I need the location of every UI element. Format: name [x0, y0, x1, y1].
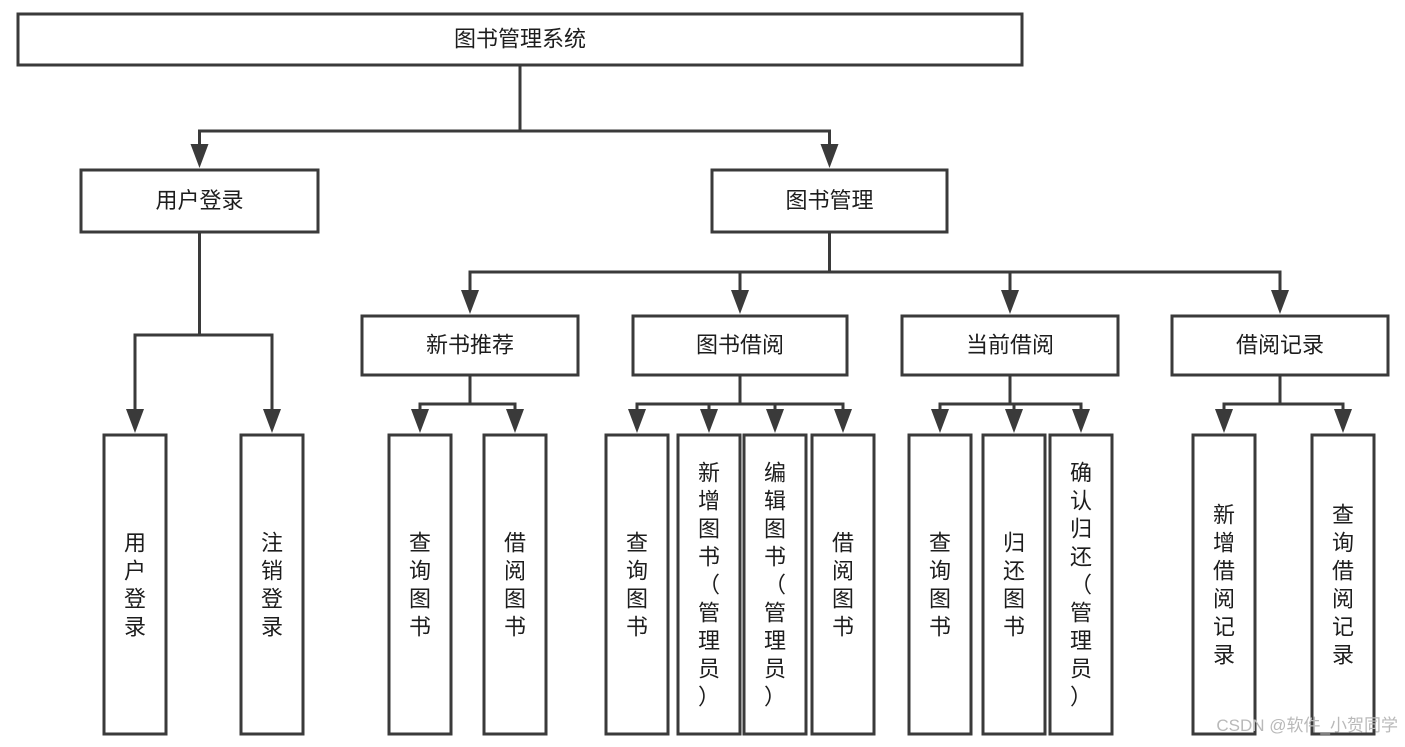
node-borrow-record-label: 借阅记录 — [1236, 332, 1324, 357]
node-leaf-edit-book-rect[interactable] — [742, 433, 808, 736]
node-new-book-recommend-label: 新书推荐 — [426, 332, 514, 357]
bookmanage-to-level3-arrow-3 — [1271, 290, 1289, 314]
node-book-borrow-rect[interactable] — [631, 314, 849, 377]
node-leaf-user-login[interactable]: 用户登录 — [102, 433, 168, 736]
node-leaf-query-book-1-rect[interactable] — [387, 433, 453, 736]
node-leaf-query-borrow-record-rect[interactable] — [1310, 433, 1376, 736]
l3-0-to-leaves-arrow-0 — [411, 409, 429, 433]
node-leaf-borrow-book-1-label: 借阅图书 — [504, 530, 526, 639]
bookmanage-to-level3-arrow-1 — [731, 290, 749, 314]
node-leaf-user-login-label: 用户登录 — [124, 530, 146, 639]
bookmanage-to-level3-arrow-2 — [1001, 290, 1019, 314]
l3-1-to-leaves-arrow-3 — [834, 409, 852, 433]
node-current-borrow-label: 当前借阅 — [966, 332, 1054, 357]
bookmanage-to-level3-arrow-0 — [461, 290, 479, 314]
node-leaf-query-book-1-label: 查询图书 — [409, 530, 431, 639]
node-leaf-query-book-2-label: 查询图书 — [626, 530, 648, 639]
node-borrow-record[interactable]: 借阅记录 — [1170, 314, 1390, 377]
node-leaf-add-book-rect[interactable] — [676, 433, 742, 736]
node-leaf-query-book-2[interactable]: 查询图书 — [604, 433, 670, 736]
node-root-root-rect[interactable] — [16, 12, 1024, 67]
root-to-level2-arrow-0 — [190, 144, 209, 168]
l3-2-to-leaves-arrow-2 — [1072, 409, 1090, 433]
node-leaf-edit-book-label: 编辑图书（管理员） — [764, 460, 786, 709]
node-user-login[interactable]: 用户登录 — [79, 168, 320, 234]
node-leaf-return-book-label: 归还图书 — [1003, 530, 1025, 639]
node-new-book-recommend-rect[interactable] — [360, 314, 580, 377]
userlogin-to-leaves-arrow-1 — [263, 409, 281, 433]
l3-1-to-leaves-arrow-2 — [766, 409, 784, 433]
node-leaf-add-book-label: 新增图书（管理员） — [698, 460, 720, 709]
connector-lines-layer — [126, 63, 1352, 433]
node-leaf-query-book-3[interactable]: 查询图书 — [907, 433, 973, 736]
node-leaf-query-book-2-rect[interactable] — [604, 433, 670, 736]
node-leaf-logout-login-rect[interactable] — [239, 433, 305, 736]
node-leaf-user-login-rect[interactable] — [102, 433, 168, 736]
node-leaf-logout-login[interactable]: 注销登录 — [239, 433, 305, 736]
node-user-login-label: 用户登录 — [155, 188, 243, 213]
node-leaf-return-book[interactable]: 归还图书 — [981, 433, 1047, 736]
l3-3-to-leaves-arrow-1 — [1334, 409, 1352, 433]
node-leaf-add-book[interactable]: 新增图书（管理员） — [676, 433, 742, 736]
node-current-borrow[interactable]: 当前借阅 — [900, 314, 1120, 377]
node-leaf-add-borrow-record-label: 新增借阅记录 — [1213, 502, 1235, 667]
l3-2-to-leaves-arrow-0 — [931, 409, 949, 433]
l3-3-to-leaves-arrow-0 — [1215, 409, 1233, 433]
l3-1-to-leaves-arrow-0 — [628, 409, 646, 433]
node-leaf-edit-book[interactable]: 编辑图书（管理员） — [742, 433, 808, 736]
node-root-root-label: 图书管理系统 — [454, 26, 586, 51]
node-current-borrow-rect[interactable] — [900, 314, 1120, 377]
node-leaf-confirm-return-label: 确认归还（管理员） — [1070, 460, 1092, 709]
node-boxes-layer: 图书管理系统用户登录图书管理新书推荐图书借阅当前借阅借阅记录用户登录注销登录查询… — [16, 12, 1390, 736]
node-new-book-recommend[interactable]: 新书推荐 — [360, 314, 580, 377]
node-book-manage[interactable]: 图书管理 — [710, 168, 949, 234]
node-leaf-query-book-3-label: 查询图书 — [929, 530, 951, 639]
node-root-root[interactable]: 图书管理系统 — [16, 12, 1024, 67]
root-to-level2-arrow-1 — [820, 144, 839, 168]
node-book-manage-label: 图书管理 — [785, 188, 873, 213]
node-leaf-confirm-return-rect[interactable] — [1048, 433, 1114, 736]
csdn-watermark: CSDN @软件_小贺同学 — [1216, 716, 1398, 735]
node-leaf-borrow-book-2[interactable]: 借阅图书 — [810, 433, 876, 736]
node-leaf-confirm-return[interactable]: 确认归还（管理员） — [1048, 433, 1114, 736]
l3-0-to-leaves-arrow-1 — [506, 409, 524, 433]
node-leaf-query-borrow-record-label: 查询借阅记录 — [1332, 502, 1354, 667]
l3-2-to-leaves-arrow-1 — [1005, 409, 1023, 433]
node-leaf-borrow-book-1-rect[interactable] — [482, 433, 548, 736]
node-leaf-add-borrow-record-rect[interactable] — [1191, 433, 1257, 736]
l3-1-to-leaves-arrow-1 — [700, 409, 718, 433]
node-book-borrow[interactable]: 图书借阅 — [631, 314, 849, 377]
node-leaf-query-borrow-record[interactable]: 查询借阅记录 — [1310, 433, 1376, 736]
node-leaf-logout-login-label: 注销登录 — [261, 530, 283, 639]
node-book-manage-rect[interactable] — [710, 168, 949, 234]
userlogin-to-leaves-arrow-0 — [126, 409, 144, 433]
node-leaf-borrow-book-1[interactable]: 借阅图书 — [482, 433, 548, 736]
node-leaf-borrow-book-2-label: 借阅图书 — [832, 530, 854, 639]
node-leaf-return-book-rect[interactable] — [981, 433, 1047, 736]
node-user-login-rect[interactable] — [79, 168, 320, 234]
node-leaf-query-book-1[interactable]: 查询图书 — [387, 433, 453, 736]
node-leaf-add-borrow-record[interactable]: 新增借阅记录 — [1191, 433, 1257, 736]
node-leaf-query-book-3-rect[interactable] — [907, 433, 973, 736]
node-book-borrow-label: 图书借阅 — [696, 332, 784, 357]
node-borrow-record-rect[interactable] — [1170, 314, 1390, 377]
node-leaf-borrow-book-2-rect[interactable] — [810, 433, 876, 736]
